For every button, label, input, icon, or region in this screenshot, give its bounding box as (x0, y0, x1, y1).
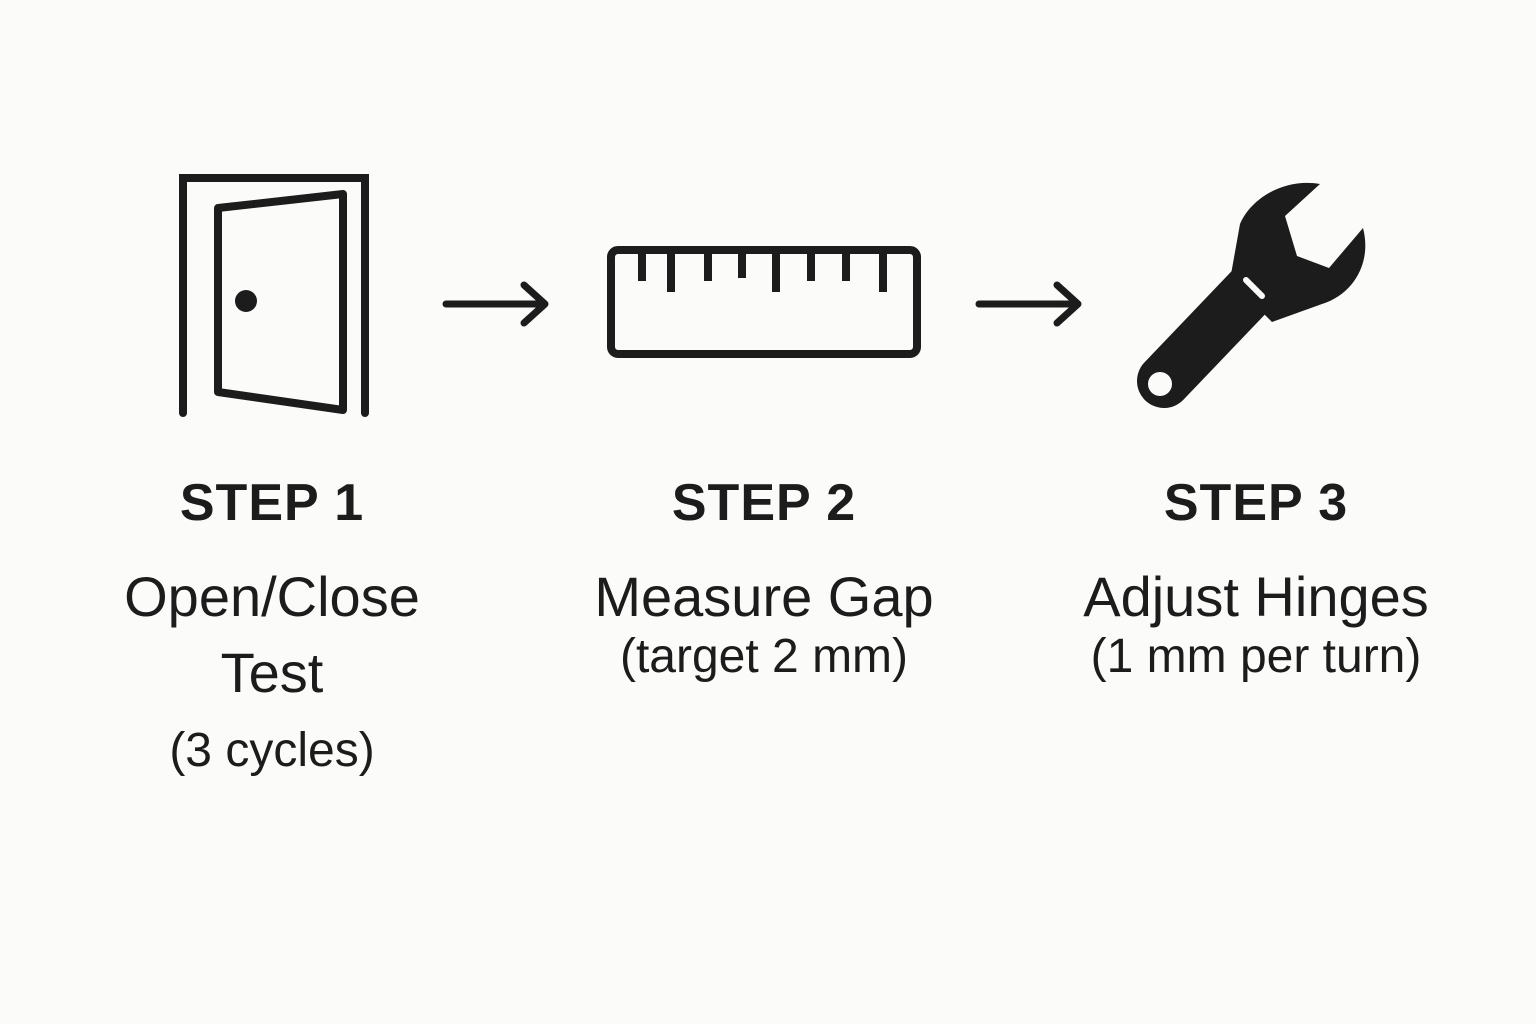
step-label: STEP 3 (1163, 474, 1349, 532)
step-detail: (target 2 mm) (619, 630, 909, 683)
step-detail: (3 cycles) (169, 724, 375, 777)
step-3: STEP 3 Adjust Hinges (1 mm per turn) (1036, 474, 1476, 687)
step-title: Adjust Hinges (1083, 565, 1429, 628)
step-detail: (1 mm per turn) (1090, 630, 1422, 683)
step-title: Open/Close Test (124, 565, 420, 704)
door-icon (176, 170, 372, 418)
wrench-icon (1122, 176, 1370, 424)
step-2: STEP 2 Measure Gap (target 2 mm) (544, 474, 984, 687)
arrow-right-icon (975, 280, 1085, 328)
ruler-icon (606, 244, 922, 360)
step-title: Measure Gap (594, 565, 934, 628)
step-label: STEP 2 (671, 474, 857, 532)
step-1: STEP 1 Open/Close Test (3 cycles) (52, 474, 492, 781)
arrow-right-icon (442, 280, 552, 328)
step-label: STEP 1 (179, 474, 365, 532)
